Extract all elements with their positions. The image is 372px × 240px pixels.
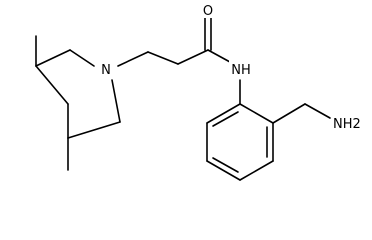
bond-ring-c3-to-c4 bbox=[35, 65, 69, 105]
amide-nh-label-mask bbox=[229, 60, 253, 78]
bond-ring-c5-to-c6 bbox=[67, 121, 121, 139]
bonds bbox=[35, 17, 331, 181]
amine-label: NH2 bbox=[333, 117, 361, 132]
ring-nitrogen-label: N bbox=[101, 63, 111, 78]
oxygen-label: O bbox=[203, 4, 213, 19]
bond-benzene-4 bbox=[239, 160, 274, 181]
chemical-structure-diagram: O N NH NH2 bbox=[35, 2, 369, 181]
amine-label-mask bbox=[331, 114, 369, 132]
bond-benzene-inner-1 bbox=[212, 111, 239, 127]
bond-ring-to-ch2 bbox=[272, 103, 306, 124]
ring-nitrogen-label-mask bbox=[98, 60, 114, 78]
bond-benzene-inner-2 bbox=[212, 157, 239, 173]
bond-benzene-6 bbox=[239, 103, 274, 124]
atom-labels: O N NH NH2 bbox=[98, 2, 369, 132]
amide-nh-label: NH bbox=[231, 63, 251, 78]
bond-benzene-1 bbox=[206, 103, 241, 124]
bond-carbonyl-to-nh bbox=[207, 49, 231, 63]
bond-ring-n-to-c2 bbox=[69, 49, 95, 67]
bond-ring-c6-to-n bbox=[111, 79, 121, 123]
oxygen-label-mask bbox=[201, 2, 215, 18]
bond-ring-c2-to-c3 bbox=[35, 49, 71, 67]
bond-ch2-to-carbonyl bbox=[177, 49, 209, 65]
bond-ch2-to-nh2 bbox=[304, 103, 331, 119]
bond-ch2-to-ch2 bbox=[147, 51, 179, 65]
bond-benzene-3 bbox=[206, 160, 241, 181]
bond-n-to-ch2 bbox=[117, 51, 149, 67]
